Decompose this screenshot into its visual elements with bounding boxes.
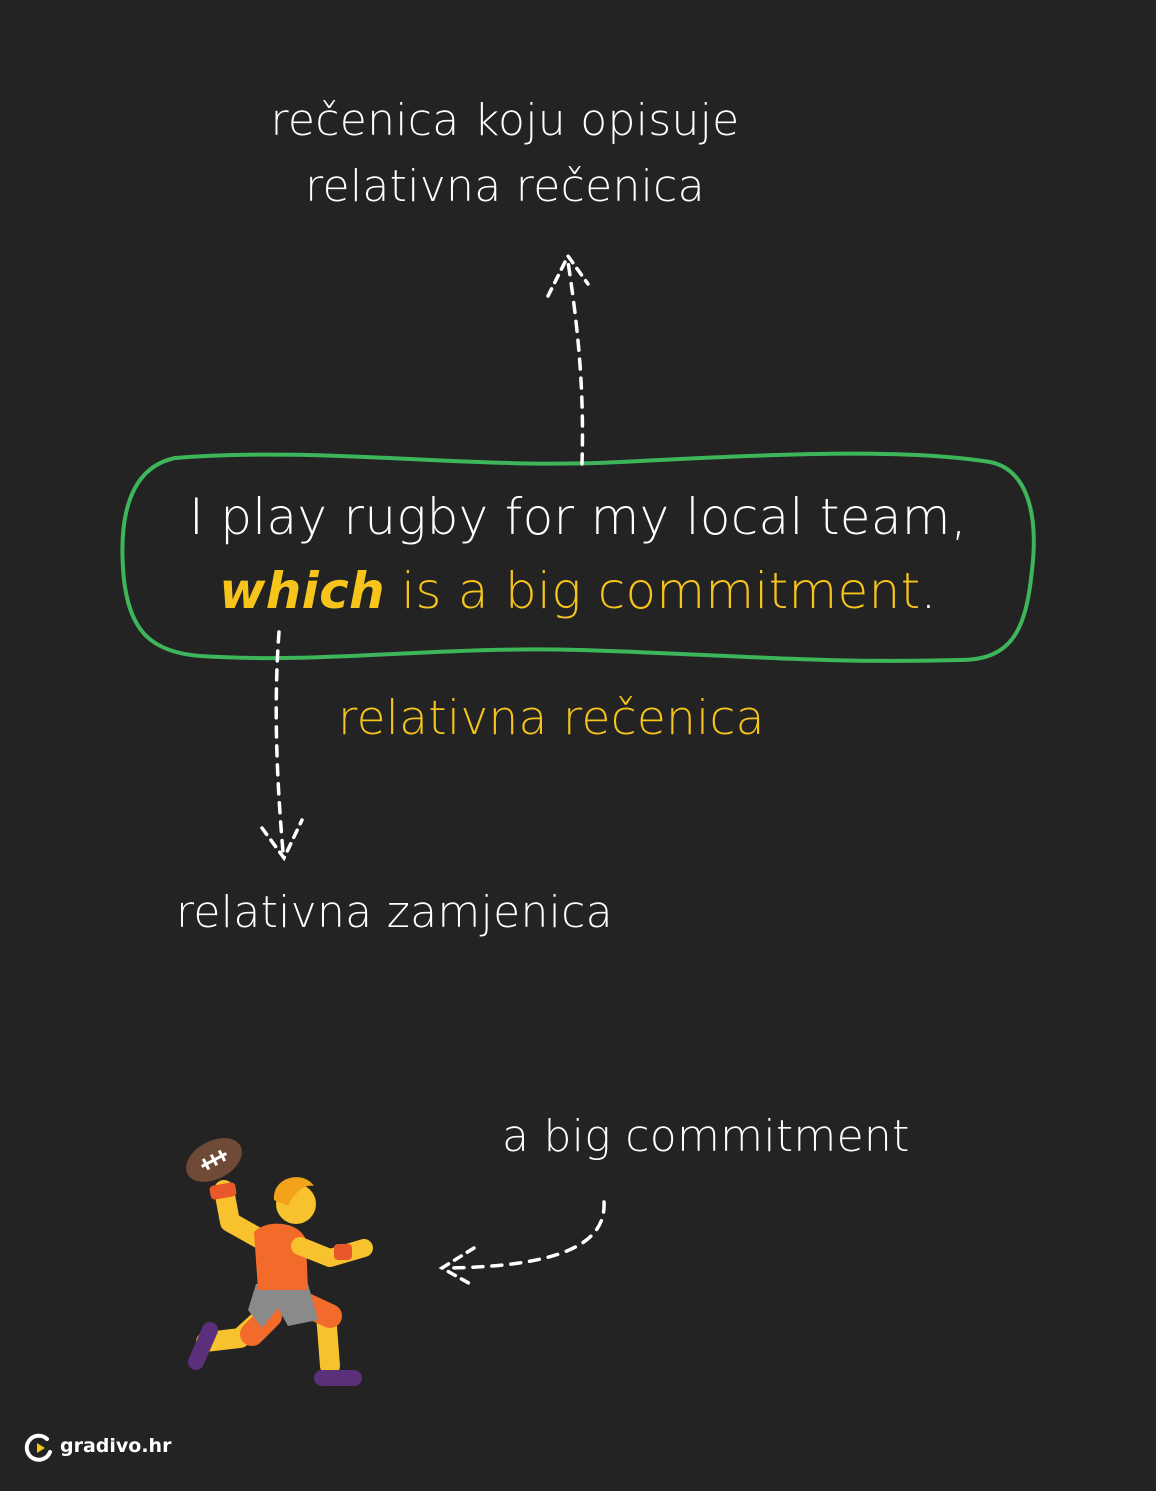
brand-name: gradivo.hr	[60, 1435, 172, 1457]
rugby-player-icon	[186, 1138, 373, 1386]
relative-clause-text: is a big commitment	[384, 562, 921, 620]
sentence-relative-clause-line: which is a big commitment.	[122, 554, 1034, 628]
brand-logo[interactable]: gradivo.hr	[24, 1432, 171, 1460]
arrow-up-to-described-sentence	[546, 252, 590, 466]
described-sentence-line1: rečenica koju opisuje	[270, 95, 740, 146]
logo-spacer	[24, 1432, 54, 1460]
example-sentence: I play rugby for my local team, which is…	[122, 480, 1034, 628]
described-sentence-line2: relativna rečenica	[305, 161, 705, 212]
sentence-outline	[120, 451, 1036, 663]
relative-pronoun-label: relativna zamjenica	[176, 887, 613, 938]
sentence-period: .	[920, 562, 937, 620]
arrow-to-player	[438, 1200, 606, 1288]
gradivo-logo-icon	[24, 1433, 52, 1462]
arrow-down-to-relative-pronoun	[260, 630, 304, 862]
commitment-label: a big commitment	[502, 1111, 910, 1162]
relative-pronoun-word: which	[219, 562, 385, 620]
described-sentence-label: rečenica koju opisuje relativna rečenica	[150, 88, 860, 220]
sentence-main-clause: I play rugby for my local team,	[188, 488, 967, 546]
relative-clause-label: relativna rečenica	[338, 691, 765, 746]
